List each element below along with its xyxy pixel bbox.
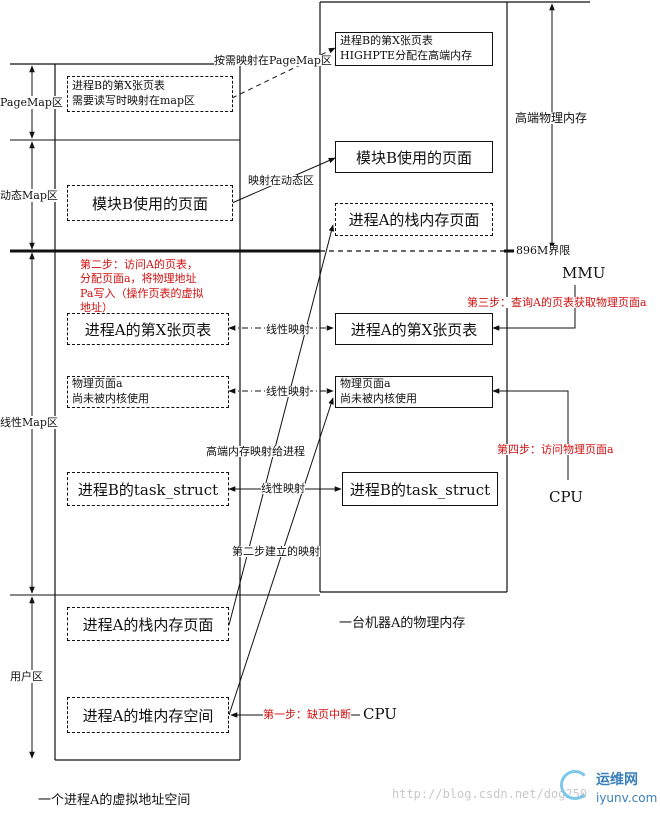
arrow-step4 <box>492 388 569 480</box>
virtual-b-pagetable-line2: 需要读写时映射在map区 <box>72 94 196 107</box>
region-label-dynamic: 动态Map区 <box>0 189 58 202</box>
region-label-linear: 线性Map区 <box>0 416 58 429</box>
physical-b-pagetable-box: 进程B的第X张页表 HIGHPTE分配在高端内存 <box>335 32 493 66</box>
watermark-domain: iyunv.com <box>596 791 658 805</box>
step2-line2: 分配页面a，将物理地址 <box>80 272 197 286</box>
cpu-right-label: CPU <box>549 488 583 506</box>
physical-phys-page-line1: 物理页面a <box>340 377 391 391</box>
step4-label: 第四步：访问物理页面a <box>497 443 614 456</box>
virtual-b-task-box: 进程B的task_struct <box>67 472 229 506</box>
watermark-logo-icon <box>560 770 590 800</box>
boundary-896m-label: 896M界限 <box>514 244 573 257</box>
virtual-b-pagetable-line1: 进程B的第X张页表 <box>72 79 165 93</box>
watermark-brand: 运维网 <box>596 772 638 788</box>
virtual-space-column <box>10 63 320 761</box>
watermark-url: http://blog.csdn.net/dog250 <box>392 787 588 801</box>
virtual-phys-page-line2: 尚未被内核使用 <box>72 392 149 405</box>
physical-caption: 一台机器A的物理内存 <box>339 616 466 631</box>
virtual-a-heap-box: 进程A的堆内存空间 <box>67 697 229 733</box>
mmu-label: MMU <box>562 264 606 282</box>
region-label-user: 用户区 <box>10 670 43 683</box>
label-step2-mapping: 第二步建立的映射 <box>232 545 320 558</box>
physical-module-b-box: 模块B使用的页面 <box>335 141 493 173</box>
arrow-highmem-to-proc <box>228 224 335 626</box>
step2-line3: Pa写入（操作页表的虚拟 <box>80 286 204 300</box>
physical-memory-column <box>319 1 590 593</box>
virtual-b-pagetable-box: 进程B的第X张页表 需要读写时映射在map区 <box>67 76 233 112</box>
step2-label: 第二步：访问A的页表， 分配页面a，将物理地址 Pa写入（操作页表的虚拟 地址） <box>80 258 203 315</box>
region-label-pagemap: PageMap区 <box>0 96 63 109</box>
physical-b-pagetable-line2: HIGHPTE分配在高端内存 <box>340 49 473 62</box>
virtual-phys-page-line1: 物理页面a <box>72 377 123 391</box>
physical-a-stack-box: 进程A的栈内存页面 <box>335 203 493 236</box>
label-linear-3: 线性映射 <box>261 482 305 495</box>
step2-line1: 第二步：访问A的页表， <box>80 258 198 271</box>
physical-b-task-box: 进程B的task_struct <box>342 472 498 506</box>
physical-phys-page-box: 物理页面a 尚未被内核使用 <box>335 376 493 408</box>
virtual-a-stack-box: 进程A的栈内存页面 <box>67 607 229 641</box>
physical-phys-page-line2: 尚未被内核使用 <box>340 392 417 405</box>
label-dynamic-map: 映射在动态区 <box>248 174 314 187</box>
virtual-caption: 一个进程A的虚拟地址空间 <box>38 793 191 808</box>
step1-label: 第一步：缺页中断 <box>263 708 351 721</box>
physical-b-pagetable-line1: 进程B的第X张页表 <box>340 34 433 48</box>
label-highmem-to-proc: 高端内存映射给进程 <box>206 445 305 458</box>
cpu-bottom-label: CPU <box>363 705 397 723</box>
highmem-label: 高端物理内存 <box>515 111 588 125</box>
virtual-phys-page-box: 物理页面a 尚未被内核使用 <box>67 376 229 408</box>
label-linear-2: 线性映射 <box>266 385 310 398</box>
arrow-on-demand <box>231 47 336 99</box>
virtual-module-b-box: 模块B使用的页面 <box>67 185 233 221</box>
label-on-demand: 按需映射在PageMap区 <box>214 54 332 67</box>
physical-a-pagetable-box: 进程A的第X张页表 <box>335 313 493 345</box>
step3-label: 第三步：查询A的页表获取物理页面a <box>467 296 647 309</box>
virtual-a-pagetable-box: 进程A的第X张页表 <box>67 313 229 345</box>
step2-line4: 地址） <box>80 300 113 314</box>
label-linear-1: 线性映射 <box>266 323 310 336</box>
